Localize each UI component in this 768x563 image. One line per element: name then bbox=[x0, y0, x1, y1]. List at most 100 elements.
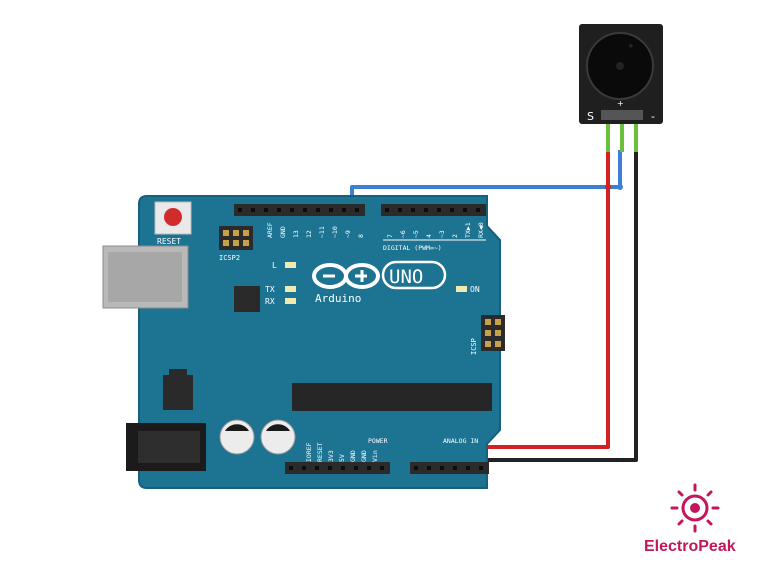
digital-header-right-housing bbox=[381, 204, 486, 216]
power-label: POWER bbox=[368, 437, 388, 445]
led-tx bbox=[285, 286, 296, 292]
icsp2-label: ICSP2 bbox=[219, 254, 240, 262]
power-pin-label: GND bbox=[360, 450, 368, 462]
buzzer-vent bbox=[616, 62, 624, 70]
digital-header-left-housing bbox=[234, 204, 365, 216]
digital-header-right-pin[interactable] bbox=[450, 208, 454, 212]
power-pin-label: RESET bbox=[316, 442, 324, 462]
analog-header-pin[interactable] bbox=[440, 466, 444, 470]
power-junction bbox=[605, 184, 611, 190]
digital-pin-label: ~6 bbox=[399, 230, 407, 238]
buzzer-pin-label-s: S bbox=[587, 110, 594, 123]
power-pin-label: 5V bbox=[338, 454, 346, 462]
regulator-tab bbox=[169, 369, 187, 377]
analog-header-pin[interactable] bbox=[427, 466, 431, 470]
usb-port-inner bbox=[108, 252, 182, 302]
digital-pin-label: ~3 bbox=[438, 230, 446, 238]
led-rx bbox=[285, 298, 296, 304]
digital-header-left-pin[interactable] bbox=[303, 208, 307, 212]
power-header-housing bbox=[285, 462, 390, 474]
analog-header-pin[interactable] bbox=[453, 466, 457, 470]
power-header bbox=[285, 462, 390, 474]
analog-header bbox=[410, 462, 489, 474]
digital-header-left bbox=[234, 204, 365, 216]
analog-header-housing bbox=[410, 462, 489, 474]
icsp-header bbox=[481, 315, 505, 351]
analog-header-pin[interactable] bbox=[479, 466, 483, 470]
voltage-regulator bbox=[163, 375, 193, 410]
digital-pin-label: GND bbox=[279, 226, 287, 238]
board-pcb bbox=[138, 195, 501, 489]
digital-pin-label: 12 bbox=[305, 230, 313, 238]
digital-header-left-pin[interactable] bbox=[277, 208, 281, 212]
digital-header-right-pin[interactable] bbox=[437, 208, 441, 212]
status-leds: L TX RX ON bbox=[265, 261, 480, 306]
power-header-pin[interactable] bbox=[315, 466, 319, 470]
digital-pin-label: 2 bbox=[451, 234, 459, 238]
digital-header-left-pin[interactable] bbox=[355, 208, 359, 212]
analog-header-pin[interactable] bbox=[414, 466, 418, 470]
usb-chip bbox=[234, 286, 260, 312]
digital-header-left-pin[interactable] bbox=[329, 208, 333, 212]
led-l bbox=[285, 262, 296, 268]
digital-pin-label: TX▶1 bbox=[464, 222, 472, 238]
board-model: UNO bbox=[389, 266, 423, 288]
capacitor-1 bbox=[219, 419, 255, 455]
digital-header-right-pin[interactable] bbox=[385, 208, 389, 212]
uno-badge bbox=[381, 260, 447, 290]
buzzer-mark: + bbox=[628, 42, 634, 50]
digital-header-right-pin[interactable] bbox=[476, 208, 480, 212]
digital-header-left-pin[interactable] bbox=[238, 208, 242, 212]
power-pin-label: Vin bbox=[371, 450, 379, 462]
digital-header-right-pin[interactable] bbox=[463, 208, 467, 212]
digital-pin-label: AREF bbox=[266, 222, 274, 238]
digital-header-right-pin[interactable] bbox=[424, 208, 428, 212]
electropeak-logo-icon bbox=[670, 483, 720, 533]
power-header-pin[interactable] bbox=[328, 466, 332, 470]
dc-jack-inner bbox=[138, 431, 200, 463]
digital-pin-label: 8 bbox=[357, 234, 365, 238]
digital-pin-label: 7 bbox=[386, 234, 394, 238]
power-header-pin[interactable] bbox=[354, 466, 358, 470]
power-pin-label: 3V3 bbox=[327, 450, 335, 462]
digital-label: DIGITAL (PWM=~) bbox=[383, 244, 442, 252]
digital-header-right bbox=[381, 204, 486, 216]
icsp2-header bbox=[219, 226, 253, 250]
analog-header-pin[interactable] bbox=[466, 466, 470, 470]
led-rx-label: RX bbox=[265, 297, 275, 306]
digital-header-left-pin[interactable] bbox=[316, 208, 320, 212]
capacitor-2 bbox=[260, 419, 296, 455]
digital-pin-label: ~10 bbox=[331, 226, 339, 238]
power-pin-label: GND bbox=[349, 450, 357, 462]
electropeak-brand-text: ElectroPeak bbox=[644, 538, 736, 555]
digital-header-left-pin[interactable] bbox=[290, 208, 294, 212]
digital-header-left-pin[interactable] bbox=[264, 208, 268, 212]
icsp-label: ICSP bbox=[470, 338, 478, 355]
power-header-pin[interactable] bbox=[380, 466, 384, 470]
digital-header-right-pin[interactable] bbox=[398, 208, 402, 212]
arduino-infinity-logo-icon bbox=[312, 263, 380, 289]
analog-label: ANALOG IN bbox=[443, 437, 478, 445]
reset-label: RESET bbox=[157, 237, 181, 246]
digital-header-right-pin[interactable] bbox=[411, 208, 415, 212]
power-pin-label: IOREF bbox=[305, 442, 313, 462]
digital-header-left-pin[interactable] bbox=[251, 208, 255, 212]
power-header-pin[interactable] bbox=[289, 466, 293, 470]
power-header-pin[interactable] bbox=[341, 466, 345, 470]
digital-pin-label: 13 bbox=[292, 230, 300, 238]
power-header-pin[interactable] bbox=[302, 466, 306, 470]
buzzer-pin-label-plus: + bbox=[617, 99, 624, 108]
digital-header-left-pin[interactable] bbox=[342, 208, 346, 212]
board-brand: Arduino bbox=[315, 292, 361, 305]
buzzer-module: + S + - bbox=[579, 24, 663, 124]
power-header-pin[interactable] bbox=[367, 466, 371, 470]
digital-pin-label: ~5 bbox=[412, 230, 420, 238]
reset-button-cap[interactable] bbox=[164, 208, 182, 226]
led-on-label: ON bbox=[470, 285, 480, 294]
buzzer-header bbox=[601, 110, 643, 120]
digital-pin-label: RX◀0 bbox=[477, 222, 485, 238]
digital-pin-label: ~11 bbox=[318, 226, 326, 238]
